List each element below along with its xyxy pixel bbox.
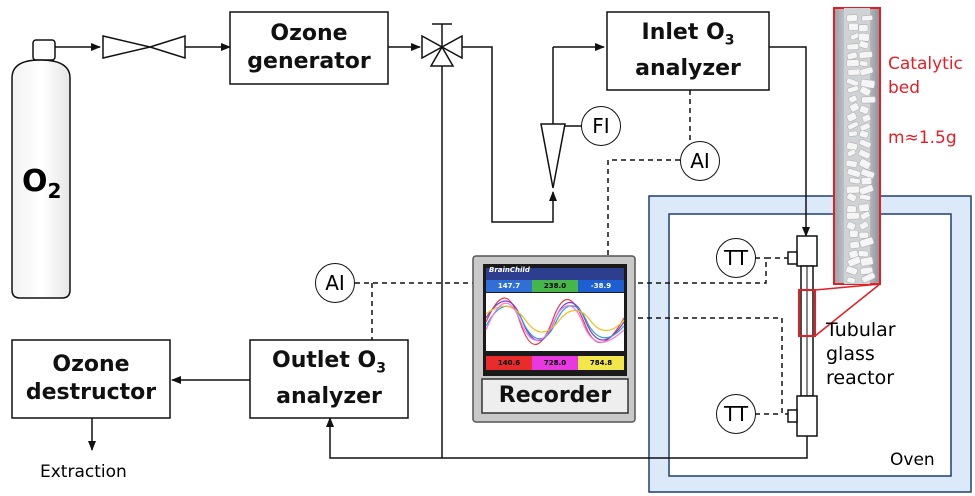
recorder-value: 140.6 <box>497 359 521 367</box>
catalyst-zone <box>798 289 816 337</box>
catalyst-pellet <box>859 122 871 132</box>
catalyst-pellet <box>859 221 869 230</box>
catalyst-pellet <box>847 256 862 267</box>
needle-valve <box>102 34 186 60</box>
catalyst-pellet <box>861 96 876 104</box>
catalyst-pellet <box>859 236 875 248</box>
inlet-o3-analyzer: Inlet O3 analyzer <box>635 20 741 81</box>
catalyst-pellet <box>846 43 860 51</box>
catalyst-pellet <box>859 66 874 76</box>
catalyst-pellet <box>858 184 874 196</box>
catalyst-pellet <box>860 168 875 179</box>
recorder-value: 728.0 <box>543 359 567 367</box>
catalyst-pellet <box>846 221 857 231</box>
catalyst-pellet <box>858 149 871 160</box>
catalyst-pellet <box>849 229 859 238</box>
ozone-generator: Ozone generator <box>247 21 371 74</box>
catalyst-pellet <box>859 105 870 115</box>
catalyst-pellet <box>858 138 872 149</box>
catalyst-pellet <box>847 85 860 94</box>
catalyst-pellet <box>859 130 869 139</box>
catalytic-bed-label: Catalytic bed <box>888 54 963 98</box>
catalyst-pellet <box>847 121 859 131</box>
o2-label: O2 <box>22 164 62 203</box>
catalyst-pellet <box>846 112 858 123</box>
catalyst-pellet <box>861 113 872 123</box>
catalyst-pellet <box>846 168 861 178</box>
catalyst-pellet <box>857 250 869 258</box>
catalyst-pellet <box>858 40 870 50</box>
recorder-value: 784.8 <box>589 359 613 367</box>
catalyst-pellet <box>845 77 859 87</box>
catalyst-pellet <box>845 265 858 276</box>
analyzer-indicator-outlet: AI <box>315 263 355 303</box>
reactor-tube <box>787 235 818 437</box>
catalyst-pellet <box>849 240 860 250</box>
recorder-label: Recorder <box>498 383 612 408</box>
catalyst-pellet <box>846 51 858 60</box>
flow-indicator: FI <box>581 106 621 146</box>
catalyst-pellet <box>848 94 858 104</box>
catalyst-pellet <box>858 24 869 33</box>
catalyst-pellets <box>845 14 876 284</box>
oven-label: Oven <box>890 450 935 470</box>
extraction-label: Extraction <box>40 462 127 482</box>
catalyst-pellet <box>859 266 874 275</box>
recorder-brand: BrainChild <box>489 266 530 274</box>
catalyst-pellet <box>846 192 857 202</box>
reactor-label: Tubular glass reactor <box>826 319 896 389</box>
catalyst-pellet <box>861 272 876 283</box>
analyzer-indicator-inlet: AI <box>680 141 720 181</box>
catalyst-pellet <box>848 130 858 137</box>
catalyst-pellet <box>848 22 859 31</box>
catalyst-pellet <box>860 78 876 89</box>
catalyst-pellet <box>859 193 871 201</box>
catalyst-pellet <box>858 158 872 170</box>
catalyst-pellet <box>846 212 861 220</box>
o2-cylinder-shape <box>11 39 71 299</box>
ozone-destructor: Ozone destructor <box>25 352 157 405</box>
catalyst-pellet <box>845 185 860 194</box>
catalyst-pellet <box>846 59 860 68</box>
three-way-valve <box>421 23 463 67</box>
catalyst-pellet <box>860 256 874 267</box>
temperature-transmitter-top: TT <box>716 238 756 278</box>
rotameter <box>540 123 566 189</box>
catalyst-pellet <box>858 32 870 42</box>
catalyst-pellet <box>859 211 871 221</box>
catalyst-pellet <box>846 14 858 22</box>
catalyst-pellet <box>859 60 869 67</box>
catalyst-pellet <box>845 159 858 168</box>
catalyst-pellet <box>859 86 872 97</box>
outlet-o3-analyzer: Outlet O3 analyzer <box>272 348 386 409</box>
catalyst-pellet <box>858 231 869 239</box>
recorder-value: 238.0 <box>543 282 567 290</box>
recorder-value: 147.7 <box>497 282 521 290</box>
recorder-device <box>472 255 636 423</box>
catalyst-pellet <box>846 149 856 157</box>
catalyst-pellet <box>860 176 872 186</box>
mass-label: m≈1.5g <box>888 128 957 148</box>
temperature-transmitter-bottom: TT <box>716 394 756 434</box>
catalyst-pellet <box>849 102 860 113</box>
catalyst-pellet <box>858 203 870 213</box>
catalyst-pellet <box>858 50 873 59</box>
catalyst-pellet <box>847 68 862 76</box>
catalyst-pellet <box>846 276 856 284</box>
recorder-value: -38.9 <box>590 282 612 290</box>
catalyst-pellet <box>849 177 861 185</box>
catalyst-pellet <box>861 14 874 22</box>
